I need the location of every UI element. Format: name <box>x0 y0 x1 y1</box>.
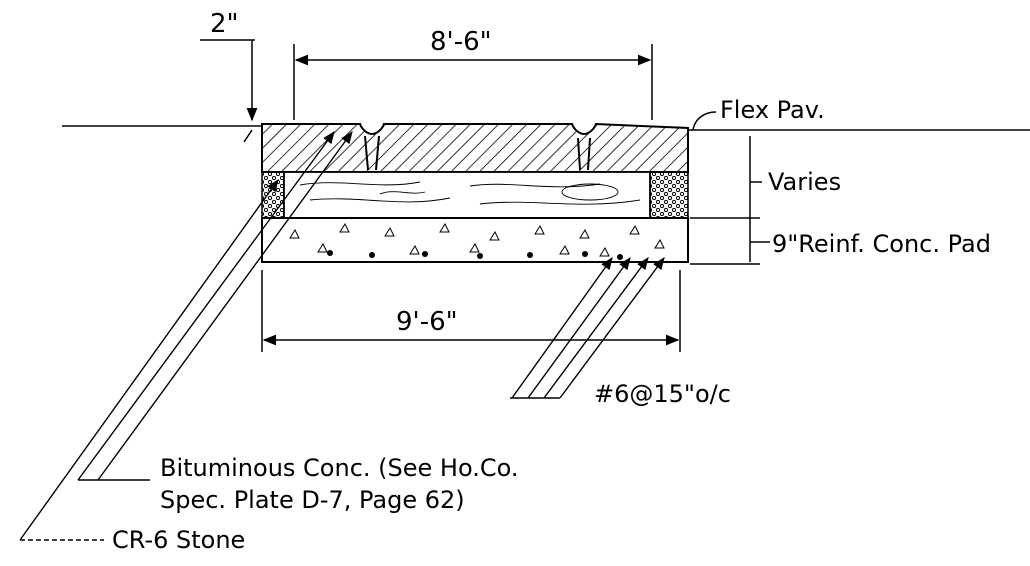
stone-edge-right <box>649 171 689 219</box>
flex-pav-leader <box>692 111 717 131</box>
material-leaders <box>19 130 353 541</box>
dim-2in <box>200 39 258 143</box>
rebar-leaders <box>510 256 665 399</box>
varies-label: Varies <box>768 168 841 196</box>
bituminous-layer <box>261 122 689 173</box>
rebar-label: #6@15"o/c <box>594 380 731 408</box>
pad-label: 9"Reinf. Conc. Pad <box>772 230 991 258</box>
dim-top-width <box>293 44 653 120</box>
stone-label: CR-6 Stone <box>112 526 245 554</box>
dim-bottom-width <box>261 270 681 352</box>
bituminous-label-line2: Spec. Plate D-7, Page 62) <box>160 486 465 514</box>
varies-layer <box>283 171 651 219</box>
dim-top-width-label: 8'-6" <box>430 27 492 57</box>
dim-right-depths <box>690 136 770 265</box>
dim-2in-label: 2" <box>210 9 239 39</box>
flex-pav-label: Flex Pav. <box>720 96 825 124</box>
ground-lines <box>62 125 1030 131</box>
dim-bottom-width-label: 9'-6" <box>396 307 458 337</box>
stone-edge-left <box>261 171 285 219</box>
concrete-pad <box>261 217 689 263</box>
bituminous-label-line1: Bituminous Conc. (See Ho.Co. <box>160 454 519 482</box>
